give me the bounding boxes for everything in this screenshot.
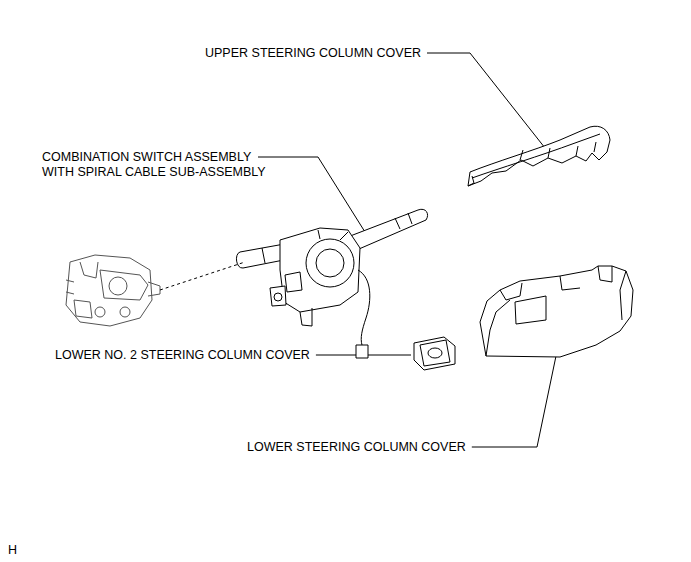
leader-line <box>472 356 556 447</box>
part-label: UPPER STEERING COLUMN COVER <box>205 46 421 61</box>
upper-cover-drawing <box>468 126 610 186</box>
lower-cover-drawing <box>480 266 633 357</box>
steering-column-drawing <box>66 255 160 326</box>
combination-switch-drawing <box>236 209 427 358</box>
part-label: LOWER NO. 2 STEERING COLUMN COVER <box>55 348 310 363</box>
leader-line <box>427 53 545 148</box>
lower-no2-cover-drawing <box>414 337 455 370</box>
leader-line <box>258 157 365 232</box>
part-label: COMBINATION SWITCH ASSEMBLY WITH SPIRAL … <box>42 150 269 180</box>
part-label: LOWER STEERING COLUMN COVER <box>247 440 466 455</box>
part-label: H <box>8 543 17 558</box>
alignment-line <box>160 262 245 290</box>
